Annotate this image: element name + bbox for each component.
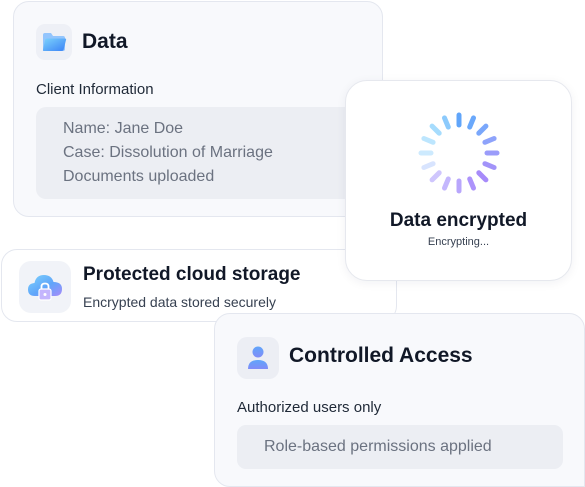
cloud-lock-icon — [28, 275, 62, 301]
permissions-pill: Role-based permissions applied — [237, 425, 563, 469]
spinner-tick — [476, 123, 489, 136]
user-icon-tile — [237, 337, 279, 379]
cloud-storage-title: Protected cloud storage — [83, 264, 301, 285]
client-name: Name: Jane Doe — [63, 120, 184, 137]
cloud-storage-card: Protected cloud storage Encrypted data s… — [1, 249, 397, 322]
client-info-box: Name: Jane Doe Case: Dissolution of Marr… — [36, 107, 366, 199]
data-card: Data Client Information Name: Jane Doe C… — [13, 1, 383, 217]
spinner-tick — [421, 136, 436, 145]
encryption-status: Encrypting... — [427, 236, 490, 248]
spinner-tick — [476, 170, 489, 183]
folder-icon — [42, 33, 67, 51]
cloud-icon-tile — [19, 261, 71, 313]
spinner-tick — [467, 176, 476, 191]
client-info-label: Client Information — [36, 81, 154, 98]
controlled-access-title: Controlled Access — [289, 344, 473, 367]
spinner-tick — [442, 115, 451, 130]
spinner-tick — [467, 115, 476, 130]
data-card-title: Data — [82, 30, 128, 53]
controlled-access-card: Controlled Access Authorized users only … — [214, 313, 585, 487]
folder-icon-tile — [36, 24, 72, 60]
documents-status: Documents uploaded — [63, 168, 215, 185]
spinner-tick — [429, 170, 442, 183]
spinner-tick — [429, 123, 442, 136]
spinner-tick — [421, 161, 436, 170]
spinner-tick — [442, 176, 451, 191]
encryption-card: Data encrypted Encrypting... — [345, 80, 572, 281]
user-icon — [248, 346, 268, 369]
spinner-tick — [482, 136, 497, 145]
encryption-title: Data encrypted — [389, 210, 528, 231]
spinner-icon — [418, 112, 500, 194]
cloud-storage-subtitle: Encrypted data stored securely — [83, 294, 276, 310]
authorized-users-label: Authorized users only — [237, 399, 382, 416]
case-type: Case: Dissolution of Marriage — [63, 144, 273, 161]
spinner-tick — [482, 161, 497, 170]
